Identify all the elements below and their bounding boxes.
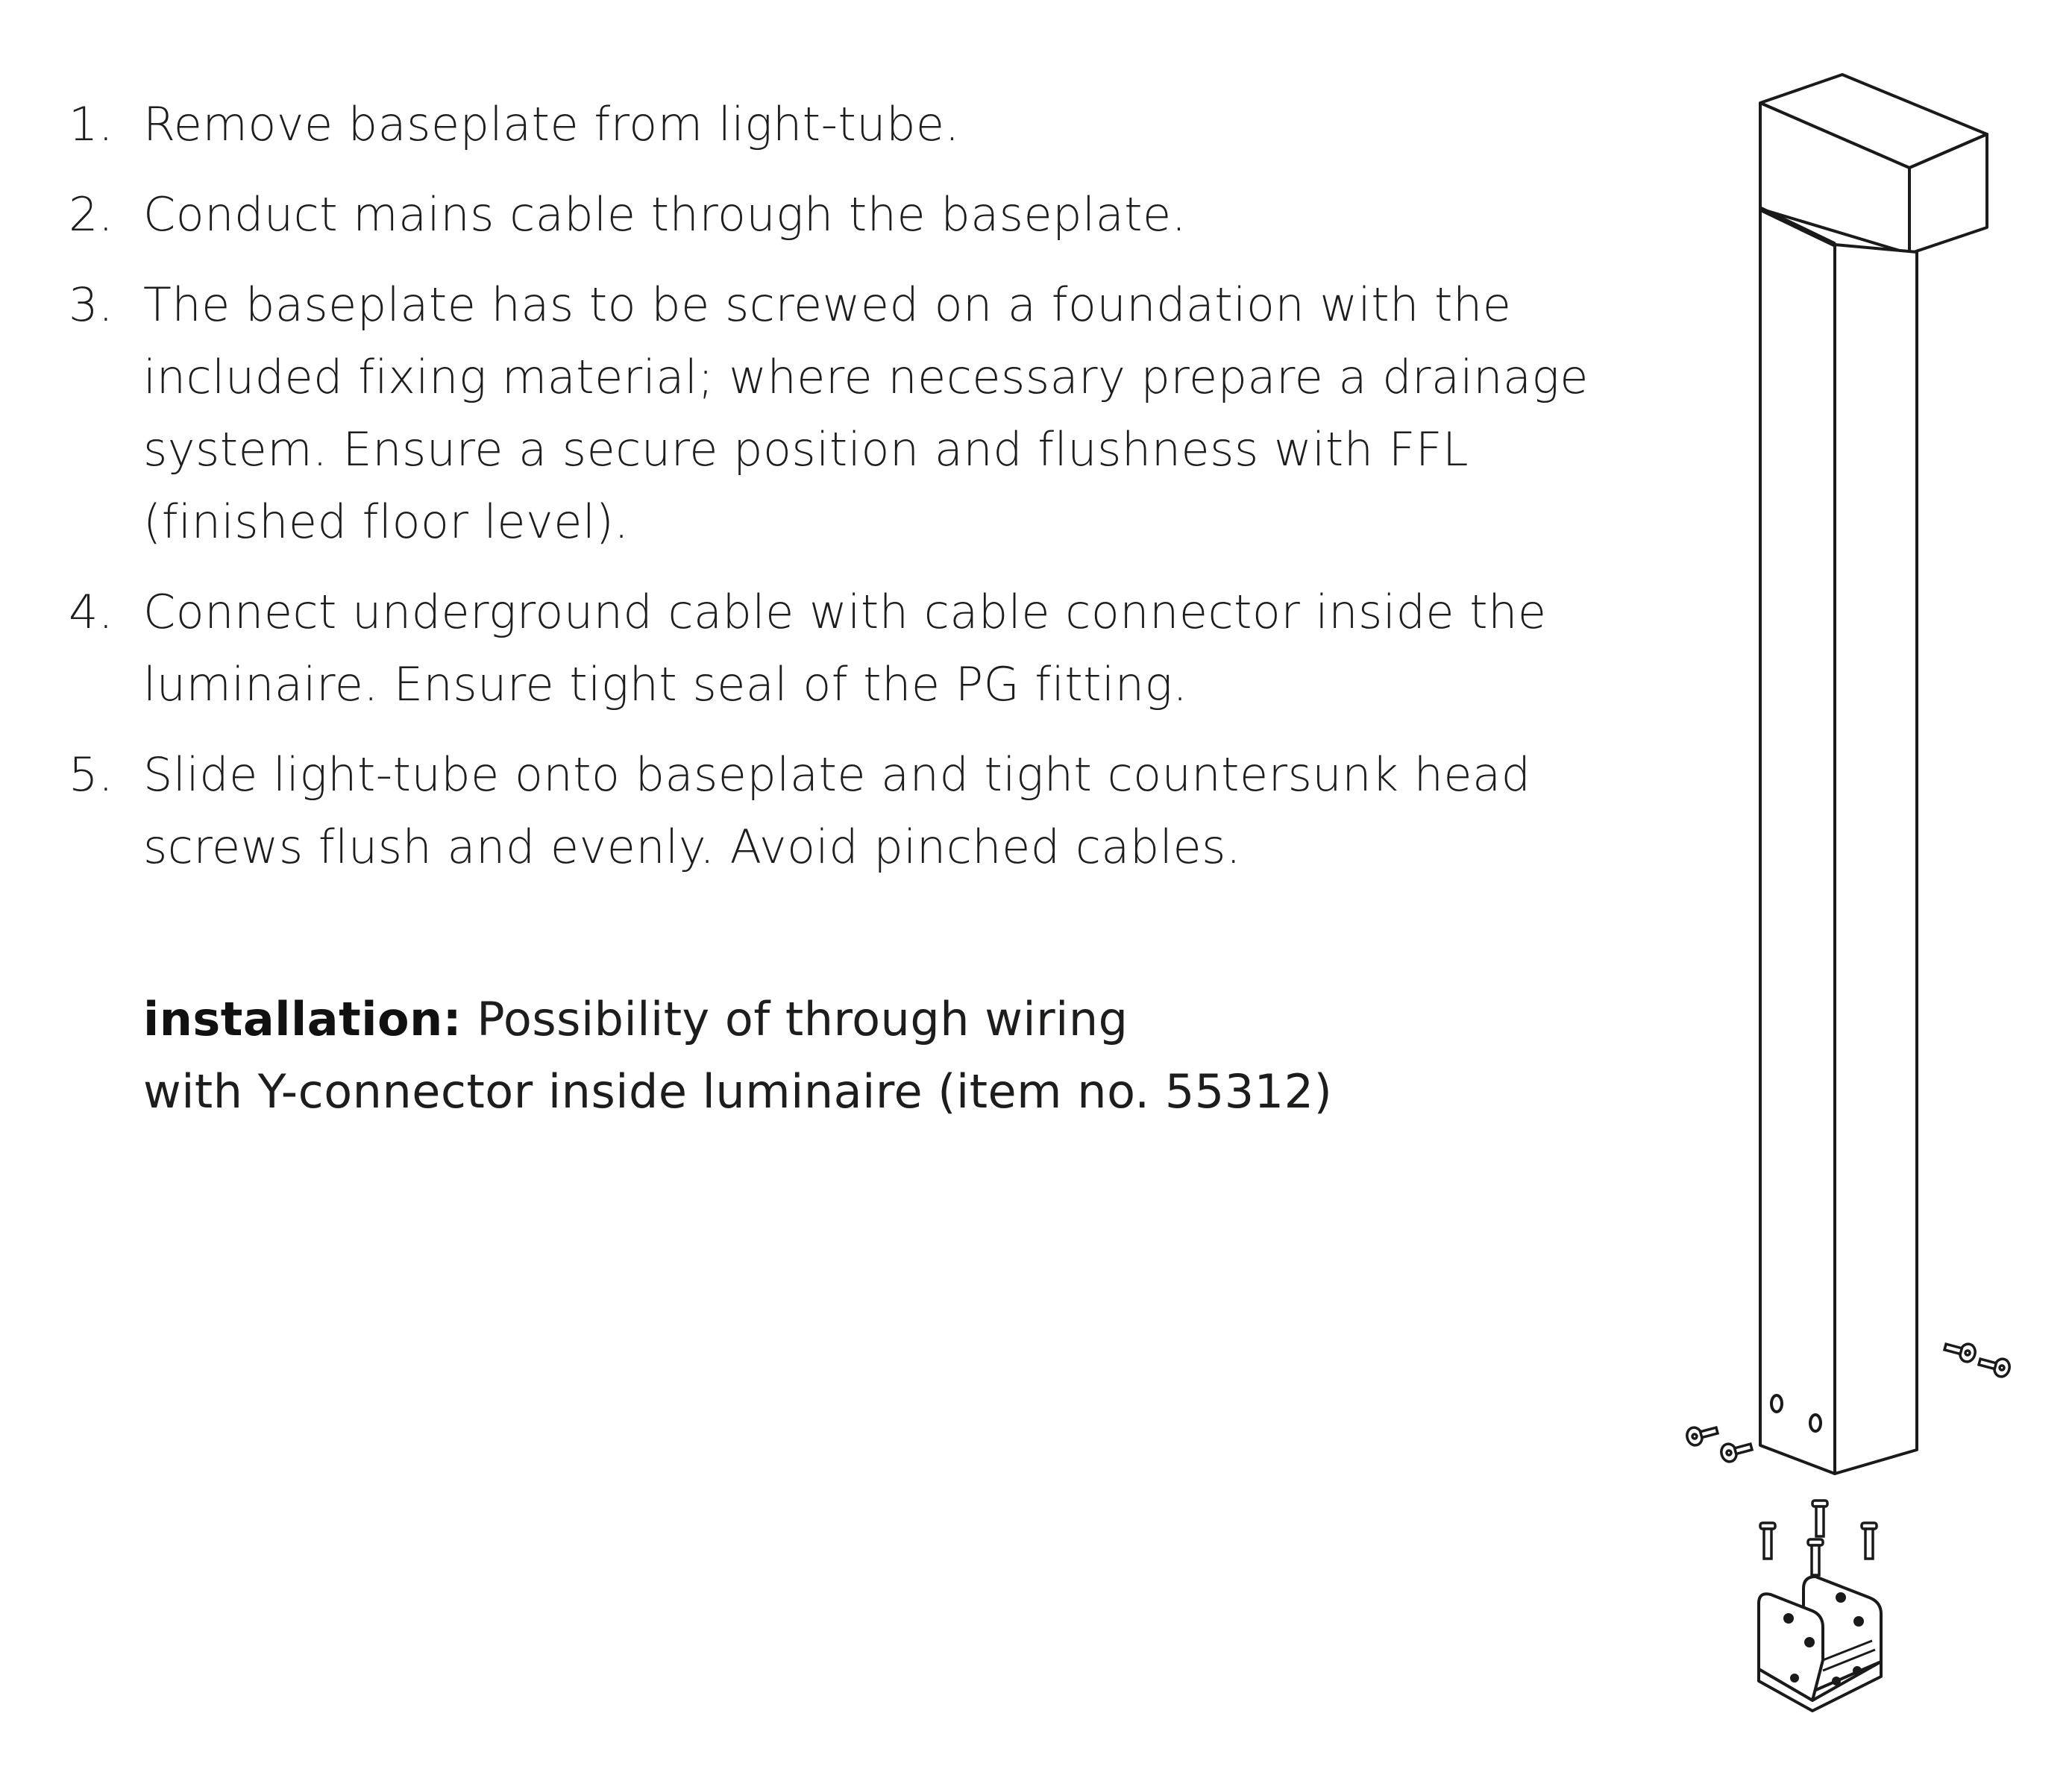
side-screw-icon (1686, 1425, 1720, 1447)
side-screw-icon (1977, 1357, 2011, 1378)
step-number: 1. (69, 97, 114, 151)
step-text: Connect underground cable with cable con… (143, 585, 1547, 711)
installation-text-line2: with Y-connector inside luminaire (item … (143, 1064, 1333, 1119)
tube-screw-hole (1809, 1413, 1822, 1433)
step-text: Slide light-tube onto baseplate and tigh… (143, 747, 1531, 874)
step-text: The baseplate has to be screwed on a fou… (143, 277, 1589, 549)
step-text: Remove baseplate from light-tube. (143, 97, 960, 151)
step-2: 2. Conduct mains cable through the basep… (69, 178, 1598, 251)
tube-right-face (1833, 243, 1918, 1475)
step-1: 1. Remove baseplate from light-tube. (69, 88, 1598, 160)
side-screw-icon (1720, 1442, 1754, 1463)
head-right-face (1908, 133, 1988, 255)
step-3: 3. The baseplate has to be screwed on a … (69, 268, 1598, 558)
step-4: 4. Connect underground cable with cable … (69, 576, 1598, 720)
anchor-screw-icon (1759, 1521, 1777, 1560)
bollard-luminaire-drawing (1663, 67, 2021, 1723)
anchor-screw-icon (1860, 1521, 1878, 1560)
instruction-list: 1. Remove baseplate from light-tube. 2. … (69, 88, 1598, 901)
step-number: 4. (69, 585, 114, 639)
side-screw-icon (1942, 1342, 1977, 1363)
step-number: 2. (69, 187, 114, 242)
step-text: Conduct mains cable through the baseplat… (143, 187, 1187, 242)
tube-screw-hole (1770, 1394, 1783, 1413)
installation-label: installation: (143, 992, 462, 1046)
step-number: 5. (69, 747, 114, 802)
step-number: 3. (69, 277, 114, 332)
anchor-screw-icon (1806, 1538, 1824, 1577)
step-5: 5. Slide light-tube onto baseplate and t… (69, 738, 1598, 883)
tube-left-face (1759, 207, 1836, 1475)
bollard-exploded-view-illustration (1686, 73, 2011, 1712)
baseplate-bracket (1757, 1575, 1883, 1712)
anchor-screw-icon (1811, 1499, 1829, 1538)
installation-note: installation: Possibility of through wir… (143, 983, 1560, 1128)
installation-text-line1: Possibility of through wiring (462, 992, 1128, 1046)
